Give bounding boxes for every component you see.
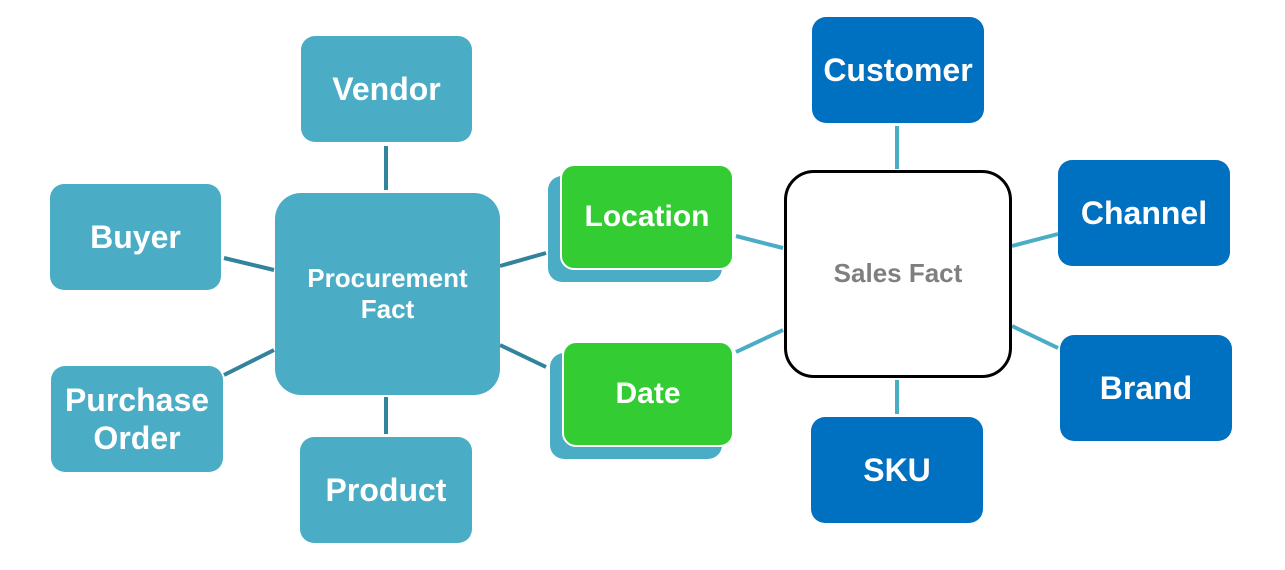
sku-node: SKU	[811, 417, 983, 523]
connector-procurement-date	[499, 343, 547, 369]
product-node: Product	[300, 437, 472, 543]
vendor-node: Vendor	[301, 36, 472, 142]
connector-procurement-location	[499, 251, 547, 268]
buyer-node: Buyer	[50, 184, 221, 290]
connector-brand-sales	[1011, 324, 1059, 350]
customer-node: Customer	[812, 17, 984, 123]
brand-node: Brand	[1060, 335, 1232, 441]
purchase-order-node: Purchase Order	[51, 366, 223, 472]
connector-location-sales	[735, 234, 784, 250]
connector-purchase-order-procurement	[223, 348, 275, 377]
connector-date-sales	[735, 328, 784, 354]
connector-buyer-procurement	[223, 256, 275, 272]
sales-fact-node: Sales Fact	[784, 170, 1012, 378]
procurement-fact-node: Procurement Fact	[275, 193, 500, 395]
date-node: Date	[562, 341, 734, 447]
connector-channel-sales	[1011, 232, 1059, 248]
channel-node: Channel	[1058, 160, 1230, 266]
location-node: Location	[560, 164, 734, 270]
